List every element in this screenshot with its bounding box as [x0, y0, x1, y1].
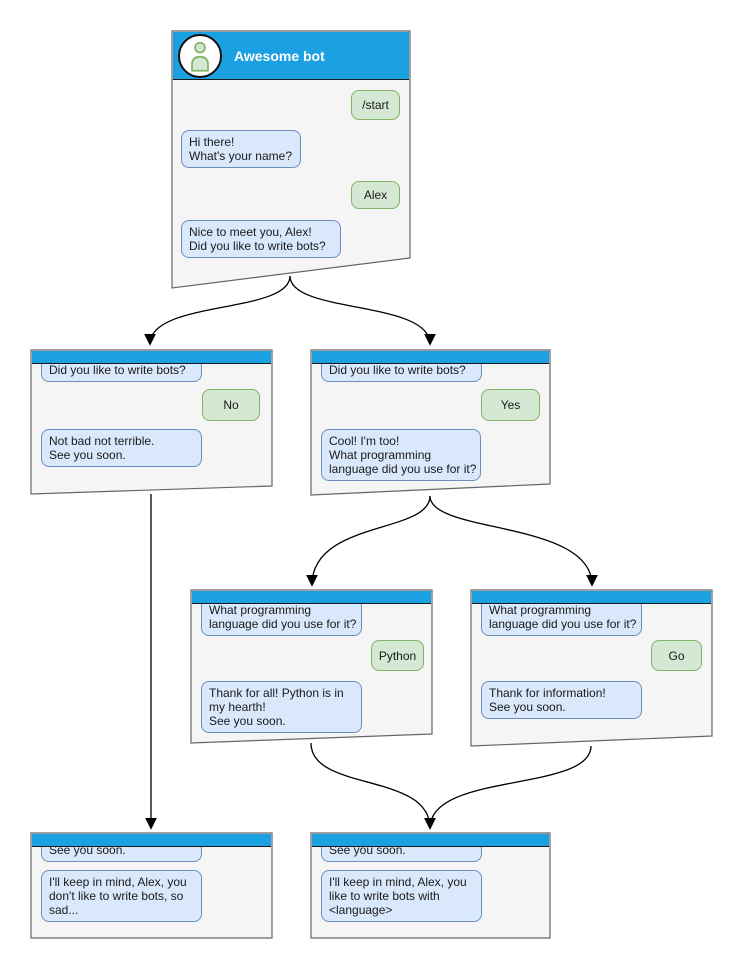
- chat-header-bar: [312, 834, 549, 847]
- user-message-bubble: /start: [351, 90, 400, 120]
- edge-yes-to-python: [306, 495, 431, 587]
- edge-start-to-no: [144, 275, 291, 346]
- bot-title: Awesome bot: [234, 47, 325, 64]
- chat-node-end-yes: See you soon. I'll keep in mind, Alex, y…: [311, 833, 550, 938]
- chat-header-bar: [32, 351, 271, 364]
- bot-message-bubble: Hi there! What's your name?: [181, 130, 301, 168]
- bot-message-bubble: I'll keep in mind, Alex, you don't like …: [41, 870, 202, 922]
- bot-message-bubble: Not bad not terrible. See you soon.: [41, 429, 202, 467]
- chat-node-start: /start Hi there! What's your name? Alex …: [172, 31, 410, 288]
- user-message-bubble: Alex: [351, 181, 400, 209]
- chat-node-no-branch: Did you like to write bots? No Not bad n…: [31, 350, 272, 494]
- chat-node-python-branch: What programming language did you use fo…: [191, 590, 432, 743]
- edge-go-to-end: [424, 745, 592, 830]
- user-message-bubble: Yes: [481, 389, 540, 421]
- edge-yes-to-go: [429, 495, 598, 587]
- chat-node-end-no: See you soon. I'll keep in mind, Alex, y…: [31, 833, 272, 938]
- edge-python-to-end: [310, 742, 436, 830]
- chat-node-yes-branch: Did you like to write bots? Yes Cool! I'…: [311, 350, 550, 495]
- user-message-bubble: Python: [371, 640, 424, 671]
- bot-message-bubble: Nice to meet you, Alex! Did you like to …: [181, 220, 341, 258]
- edge-start-to-yes: [289, 275, 436, 346]
- chat-header-bar: [192, 591, 431, 604]
- chat-header-bar: [472, 591, 711, 604]
- avatar: [178, 33, 222, 78]
- chat-node-go-branch: What programming language did you use fo…: [471, 590, 712, 746]
- bot-message-bubble: What programming language did you use fo…: [201, 598, 362, 636]
- person-icon: [191, 41, 209, 72]
- bot-message-bubble: Thank for all! Python is in my hearth! S…: [201, 681, 362, 733]
- bot-message-bubble: Cool! I'm too! What programming language…: [321, 429, 481, 481]
- bot-message-bubble: I'll keep in mind, Alex, you like to wri…: [321, 870, 482, 922]
- chat-header-bar: [32, 834, 271, 847]
- chat-header: Awesome bot: [173, 32, 409, 80]
- user-message-bubble: Go: [651, 640, 702, 671]
- bot-message-bubble: Thank for information! See you soon.: [481, 681, 642, 719]
- user-message-bubble: No: [202, 389, 260, 421]
- chat-header-bar: [312, 351, 549, 364]
